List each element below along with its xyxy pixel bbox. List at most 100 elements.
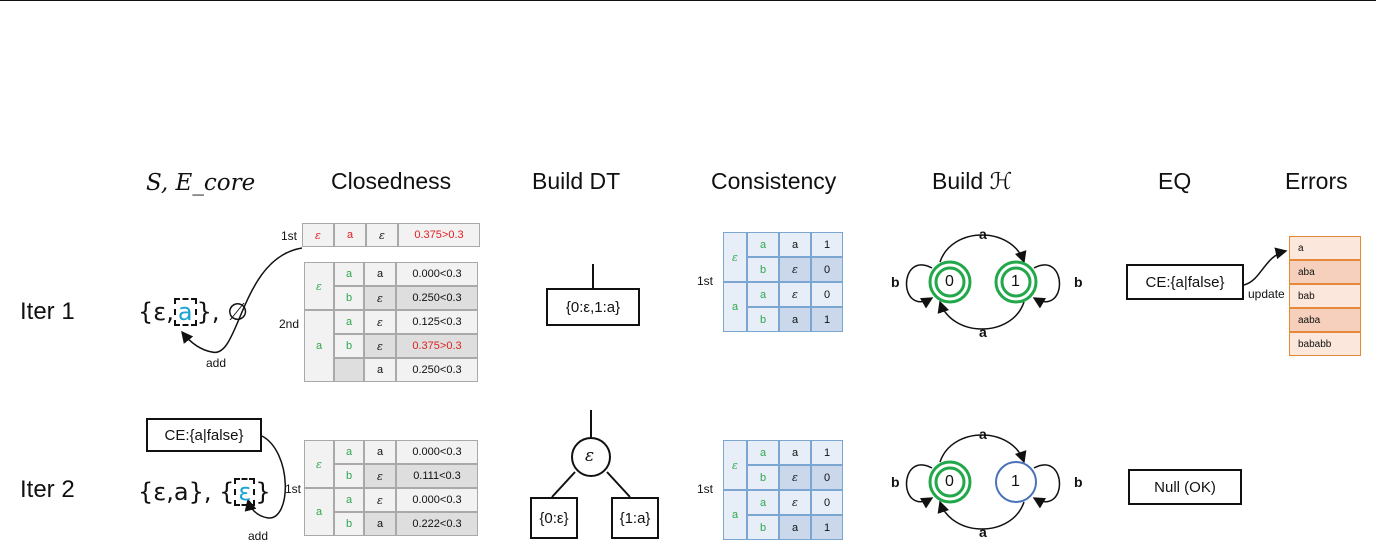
table-cell-value: 0.000<0.3: [396, 488, 478, 512]
table-cell-suffix: b: [747, 257, 779, 282]
table-cell-experiment: a: [779, 307, 811, 332]
iter1-set-expression: {ε,a}, ∅: [138, 298, 248, 326]
iter2-dt-right-node: {1:a}: [611, 497, 659, 539]
table-cell-suffix: a: [334, 488, 364, 512]
iter2-added-element: ε: [238, 478, 252, 506]
table-cell-value: 0.125<0.3: [396, 310, 478, 334]
table-cell-value: 0.250<0.3: [396, 286, 478, 310]
table-cell-prefix: a: [304, 310, 334, 382]
iter2-set-suffix: }: [255, 478, 271, 506]
table-cell-experiment: a: [364, 358, 396, 382]
error-item: aba: [1289, 260, 1361, 284]
table-cell-value: 0.250<0.3: [396, 358, 478, 382]
iter1-added-element: a: [177, 298, 193, 326]
table-cell-value: 0.111<0.3: [396, 464, 478, 488]
error-item: aaba: [1289, 308, 1361, 332]
iter1-closed-second-label: 2nd: [279, 317, 300, 331]
table-cell-suffix: a: [747, 440, 779, 465]
iter2-consistency-label: 1st: [697, 482, 714, 496]
table-cell-value: 0.000<0.3: [396, 440, 478, 464]
table-cell-first-row: ε: [366, 223, 398, 247]
table-cell-suffix: a: [747, 232, 779, 257]
iter2-edge-top-label: a: [979, 426, 987, 442]
table-cell-suffix: a: [334, 310, 364, 334]
iter2-dt-right-branch: [606, 471, 631, 498]
table-cell-first-row: ε: [302, 223, 334, 247]
iter1-edge-top-label: a: [979, 226, 987, 242]
table-cell-experiment: ε: [364, 286, 396, 310]
iter1-edge-right-label: b: [1074, 274, 1083, 290]
iter2-dt-right-text: {1:a}: [619, 509, 651, 527]
iter2-dt-left-node: {0:ε}: [530, 497, 578, 539]
table-cell-experiment: ε: [779, 465, 811, 490]
table-cell-experiment: a: [779, 440, 811, 465]
table-cell-experiment: ε: [364, 488, 396, 512]
iter1-eq-ce-text: CE:{a|false}: [1145, 273, 1225, 291]
iter1-eq-ce-box: CE:{a|false}: [1126, 264, 1244, 300]
table-cell-experiment: a: [364, 440, 396, 464]
header-s-ecore: S, E_core: [146, 170, 255, 196]
table-cell-first-row: 0.375>0.3: [398, 223, 480, 247]
iter1-automaton: [905, 234, 1061, 330]
iter1-state-1-label: 1: [1011, 273, 1020, 290]
table-cell-value: 0.000<0.3: [396, 262, 478, 286]
iter1-edge-bottom-label: a: [979, 324, 987, 340]
iter1-state-0-label: 0: [945, 273, 954, 290]
iter2-add-label: add: [248, 529, 269, 543]
table-cell-first-row: a: [334, 223, 366, 247]
iter1-consistency-label: 1st: [697, 274, 714, 288]
iter2-automaton: [905, 434, 1061, 530]
iter2-set-expression: {ε,a}, {ε}: [138, 478, 271, 506]
table-cell-suffix: b: [334, 512, 364, 536]
iter1-add-label: add: [206, 356, 227, 370]
table-cell-experiment: ε: [364, 334, 396, 358]
iter2-edge-left-label: b: [891, 474, 900, 490]
table-cell-suffix: b: [747, 465, 779, 490]
table-cell-experiment: ε: [779, 282, 811, 307]
iter2-closed-label: 1st: [285, 482, 302, 496]
table-cell-value: 1: [811, 307, 843, 332]
top-rule: [0, 0, 1376, 1]
table-cell-prefix: ε: [723, 232, 747, 282]
iter1-add-arrow: [181, 247, 303, 353]
iter2-dt-left-text: {0:ε}: [539, 509, 569, 527]
iter2-edge-bottom-label: a: [979, 524, 987, 540]
header-build-h: Build ℋ: [932, 168, 1013, 194]
table-cell-prefix: ε: [304, 262, 334, 310]
iter2-set-prefix: {ε,a}, {: [138, 478, 235, 506]
iter1-dt-node-text: {0:ε,1:a}: [565, 298, 621, 316]
iter2-ce-box: CE:{a|false}: [146, 418, 262, 452]
iter1-dt-node: {0:ε,1:a}: [546, 288, 640, 326]
iter1-edge-left-label: b: [891, 274, 900, 290]
table-cell-prefix: a: [723, 490, 747, 540]
table-cell-value: 0: [811, 465, 843, 490]
table-cell-experiment: ε: [779, 257, 811, 282]
table-cell-suffix: [334, 358, 364, 382]
iter1-update-arrow: [1243, 247, 1288, 286]
table-cell-value: 0: [811, 257, 843, 282]
table-cell-suffix: a: [334, 440, 364, 464]
iter2-state-1-label: 1: [1011, 473, 1020, 490]
table-cell-value: 0.375>0.3: [396, 334, 478, 358]
table-cell-value: 1: [811, 440, 843, 465]
header-closedness: Closedness: [331, 168, 452, 194]
table-cell-suffix: a: [747, 282, 779, 307]
header-s-ecore-text: S, E_core: [146, 170, 256, 196]
table-cell-value: 1: [811, 515, 843, 540]
table-cell-value: 0.222<0.3: [396, 512, 478, 536]
iter1-label: Iter 1: [20, 298, 75, 325]
header-build-dt: Build DT: [532, 168, 621, 194]
header-errors: Errors: [1285, 168, 1348, 194]
table-cell-suffix: b: [747, 515, 779, 540]
error-item: bababb: [1289, 332, 1361, 356]
iter2-state-0-label: 0: [945, 473, 954, 490]
iter1-closed-first-label: 1st: [281, 229, 298, 243]
error-item: bab: [1289, 284, 1361, 308]
table-cell-experiment: ε: [779, 490, 811, 515]
table-cell-value: 1: [811, 232, 843, 257]
iter2-edge-right-label: b: [1074, 474, 1083, 490]
table-cell-experiment: a: [364, 512, 396, 536]
table-cell-experiment: a: [364, 262, 396, 286]
iter2-eq-result-box: Null (OK): [1128, 469, 1242, 505]
